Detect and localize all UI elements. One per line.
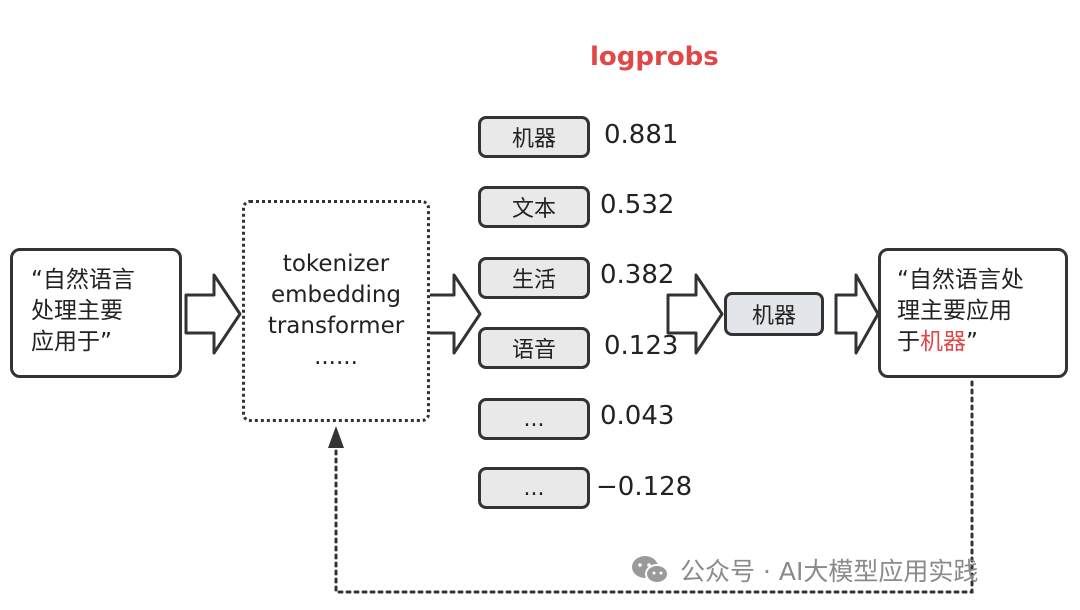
- selected-token-box: 机器: [724, 292, 824, 336]
- model-step-tokenizer: tokenizer: [282, 251, 390, 277]
- feedback-loop-line: [334, 380, 974, 594]
- candidate-logprob: 0.532: [600, 190, 675, 220]
- model-pipeline-box: tokenizer embedding transformer ......: [242, 200, 430, 422]
- wechat-icon: [632, 556, 669, 584]
- candidate-token: 生活: [478, 257, 590, 299]
- output-text-box: “自然语言处 理主要应用 于机器”: [878, 248, 1068, 378]
- output-line-1: “自然语言处: [897, 267, 1024, 293]
- watermark-text: 公众号 · AI大模型应用实践: [680, 557, 979, 586]
- feedback-loop-arrowhead: [328, 426, 344, 448]
- candidate-token: ...: [478, 398, 590, 440]
- output-line-2: 理主要应用: [897, 298, 1012, 324]
- output-line-3-suffix: ”: [966, 329, 978, 355]
- candidate-logprob: −0.128: [596, 472, 693, 502]
- output-highlight-token: 机器: [920, 329, 966, 355]
- input-text-box: “自然语言 处理主要 应用于”: [10, 248, 182, 378]
- output-line-3: 于机器”: [897, 327, 1065, 358]
- model-step-embedding: embedding: [270, 282, 402, 308]
- logprobs-title: logprobs: [590, 42, 719, 72]
- input-line-2: 处理主要: [31, 298, 123, 324]
- candidate-logprob: 0.881: [604, 120, 679, 150]
- candidate-logprob: 0.382: [600, 260, 675, 290]
- arrow-input-to-model: [184, 273, 242, 355]
- candidate-logprob: 0.123: [604, 331, 679, 361]
- input-line-1: “自然语言: [31, 267, 135, 293]
- watermark: 公众号 · AI大模型应用实践: [630, 552, 978, 588]
- candidate-token: ...: [478, 467, 590, 509]
- candidate-token: 机器: [478, 116, 590, 158]
- candidate-token: 语音: [478, 327, 590, 369]
- output-line-3-prefix: 于: [897, 329, 920, 355]
- model-step-transformer: transformer: [267, 313, 405, 339]
- arrow-candidates-to-selected: [666, 273, 724, 355]
- arrow-selected-to-output: [834, 273, 880, 355]
- arrow-model-to-candidates: [426, 273, 482, 355]
- candidate-logprob: 0.043: [600, 401, 675, 431]
- candidate-token: 文本: [478, 186, 590, 228]
- input-line-3: 应用于”: [31, 329, 112, 355]
- model-step-ellipsis: ......: [314, 344, 358, 370]
